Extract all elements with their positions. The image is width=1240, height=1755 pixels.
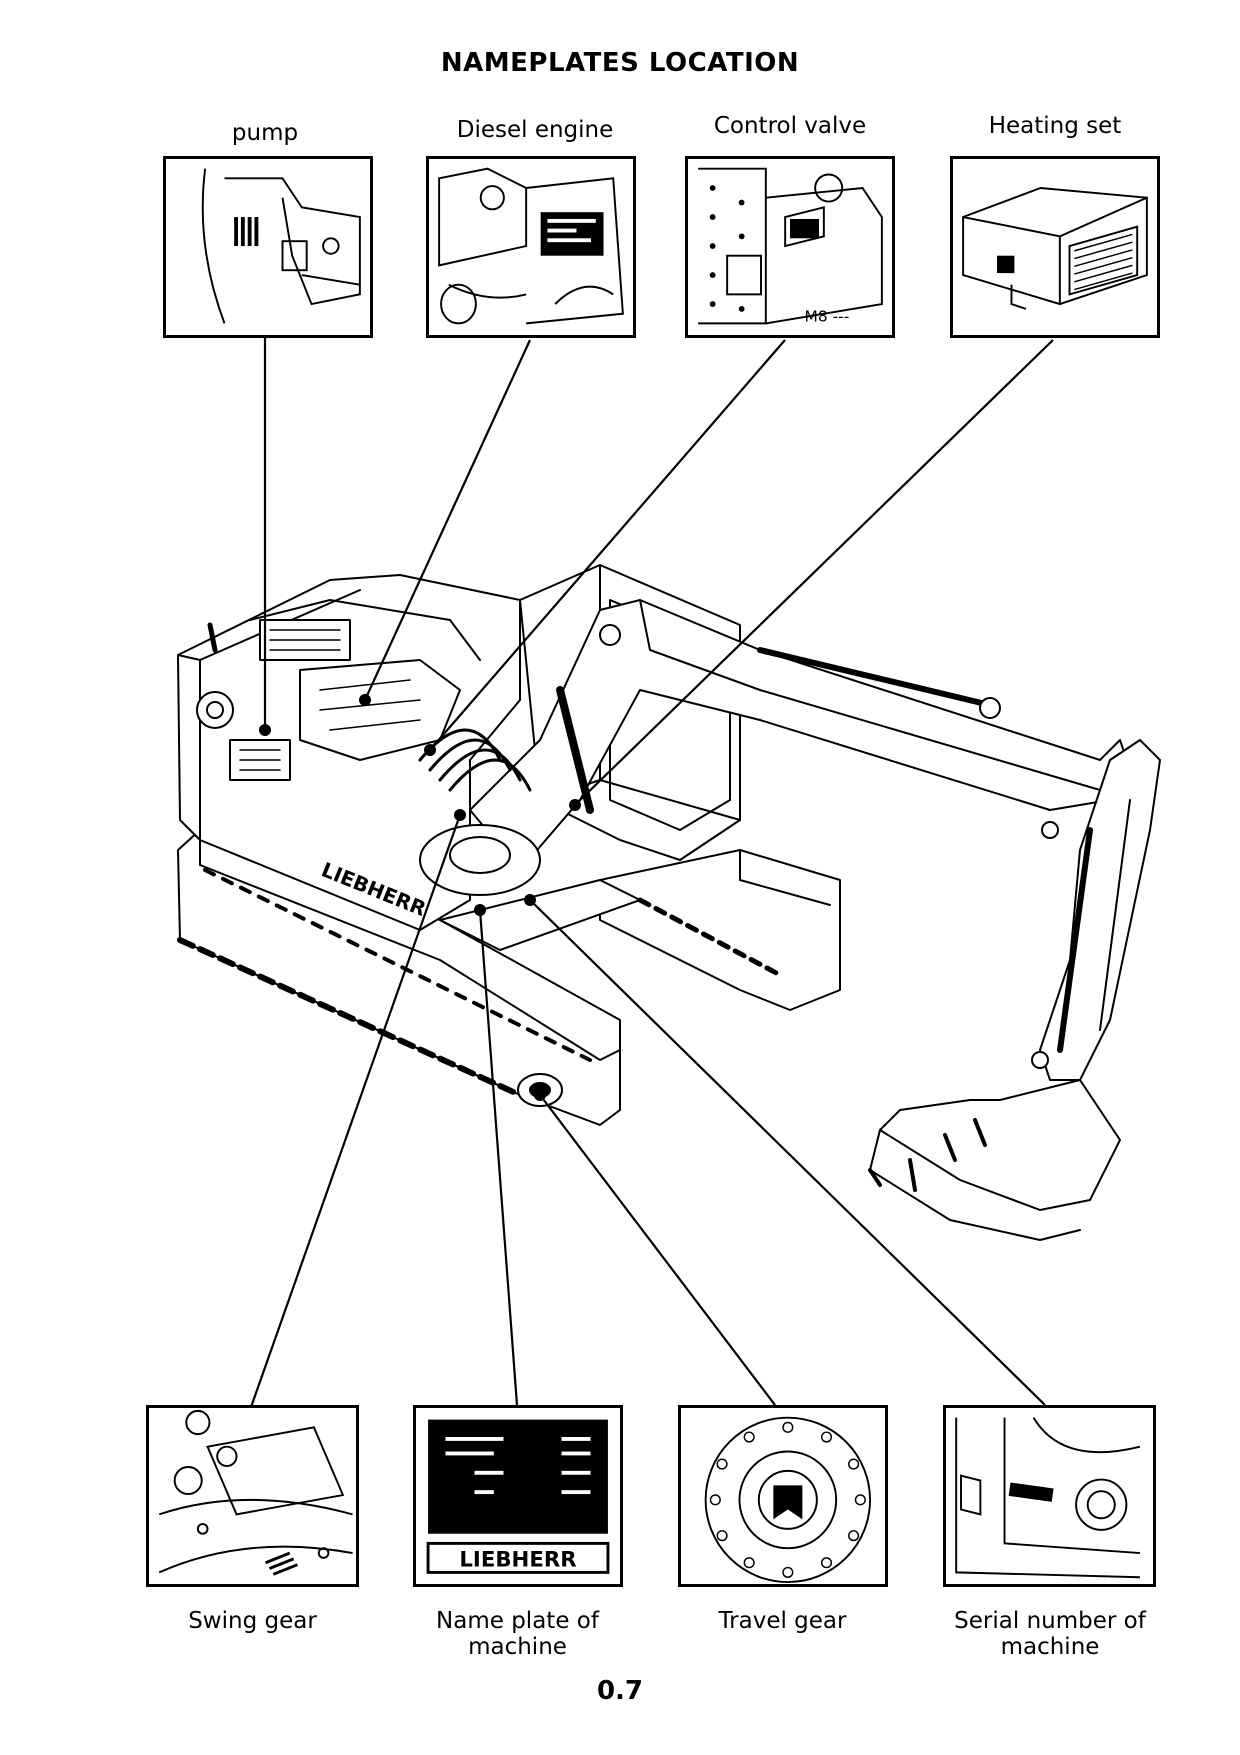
leader-swing-gear (248, 814, 462, 1411)
serial-number-detail-drawing (955, 1417, 1141, 1579)
name-plate-detail-drawing: LIEBHERR (426, 1419, 610, 1574)
label-heating-set: Heating set (988, 113, 1122, 139)
heating-set-detail-drawing (962, 187, 1148, 310)
page-title: NAMEPLATES LOCATION (440, 48, 800, 78)
control-valve-detail-text: M8 --- (805, 307, 850, 325)
leader-lines (248, 337, 1054, 1411)
swing-gear-detail-drawing (158, 1409, 353, 1576)
label-serial-number: Serial number of machine (954, 1608, 1146, 1660)
leader-points (259, 694, 581, 1101)
pump-detail-box (163, 156, 373, 338)
name-plate-detail-box: LIEBHERR (413, 1405, 623, 1587)
label-pump: pump (231, 120, 299, 146)
leader-control-valve (429, 339, 786, 751)
diesel-engine-detail-box (426, 156, 636, 338)
leader-heating-set (574, 339, 1054, 806)
travel-gear-detail-drawing (704, 1416, 871, 1584)
control-valve-detail-drawing: M8 --- (698, 167, 883, 325)
page-number: 0.7 (596, 1676, 644, 1706)
label-diesel-engine: Diesel engine (456, 117, 614, 143)
label-control-valve: Control valve (713, 113, 867, 139)
leader-diesel-engine (364, 339, 531, 701)
control-valve-detail-box: M8 --- (685, 156, 895, 338)
leader-travel-gear (539, 1094, 776, 1406)
diesel-engine-detail-drawing (438, 167, 624, 325)
swing-gear-detail-box (146, 1405, 359, 1587)
travel-gear-detail-box (678, 1405, 888, 1587)
heating-set-detail-box (950, 156, 1160, 338)
rear-track (599, 849, 841, 1011)
leader-name-plate (478, 909, 519, 1406)
serial-number-detail-box (943, 1405, 1156, 1587)
pump-detail-drawing (201, 168, 361, 324)
label-swing-gear: Swing gear (188, 1608, 317, 1634)
label-name-plate: Name plate of machine (436, 1608, 599, 1660)
name-plate-brand-text: LIEBHERR (459, 1548, 576, 1573)
bucket (868, 1079, 1121, 1241)
label-travel-gear: Travel gear (718, 1608, 847, 1634)
front-track (177, 829, 621, 1126)
leader-serial-number (529, 899, 1046, 1406)
